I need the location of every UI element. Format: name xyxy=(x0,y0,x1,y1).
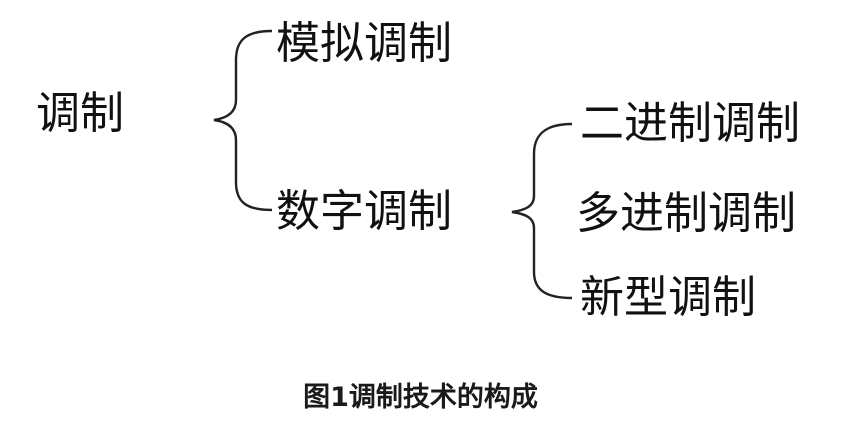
figure-caption: 图1调制技术的构成 xyxy=(303,382,538,413)
node-binary-modulation: 二进制调制 xyxy=(580,98,800,149)
node-analog-modulation: 模拟调制 xyxy=(276,18,452,69)
root-node-modulation: 调制 xyxy=(36,88,124,139)
digital-brace xyxy=(511,122,573,300)
node-mary-modulation: 多进制调制 xyxy=(576,188,796,239)
node-digital-modulation: 数字调制 xyxy=(276,186,452,237)
node-new-modulation: 新型调制 xyxy=(580,272,756,323)
root-brace xyxy=(213,29,273,212)
